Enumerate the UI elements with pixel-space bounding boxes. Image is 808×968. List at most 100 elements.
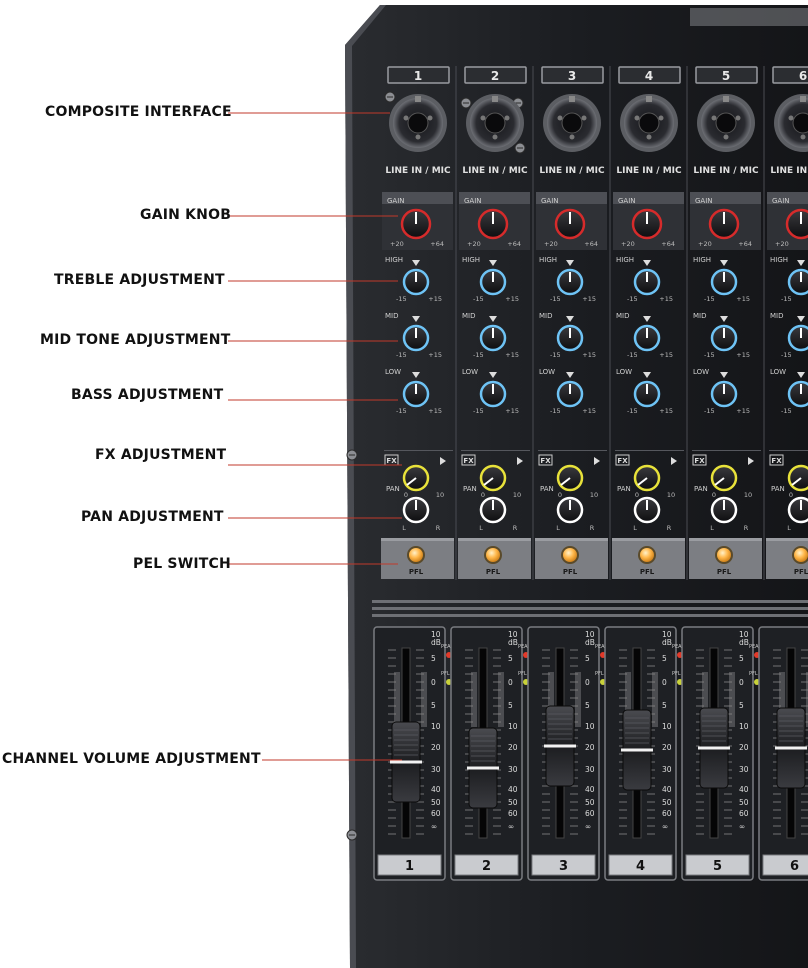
callout-pel-switch: PEL SWITCH	[133, 556, 231, 572]
pfl-button	[640, 548, 654, 562]
fader-scale-label: 50	[508, 798, 518, 807]
eq-max: +15	[736, 351, 750, 359]
vu-meter	[625, 672, 631, 727]
fader-scale-label: ∞	[508, 822, 514, 831]
fader-scale-label: 20	[662, 743, 672, 752]
channel-number-tab	[772, 66, 808, 84]
fader-channel-number: 6	[790, 859, 799, 874]
fader-channel-number: 4	[636, 859, 645, 874]
pan-left: L	[710, 524, 714, 532]
fader-scale-label: ∞	[431, 822, 437, 831]
gain-max: +64	[430, 240, 444, 248]
pan-label: PAN	[771, 485, 785, 493]
fader-scale-label: 40	[431, 785, 441, 794]
pan-left: L	[479, 524, 483, 532]
pan-label: PAN	[694, 485, 708, 493]
fader-cap-line	[621, 748, 653, 752]
fader-scale-label: 0	[431, 678, 436, 687]
pfl-label: PFL	[563, 568, 578, 576]
fader-scale-label: 10	[662, 722, 672, 731]
pfl-label: PFL	[794, 568, 808, 576]
fader-scale-label: 30	[431, 765, 441, 774]
fx-divider	[461, 450, 530, 451]
fx-knob	[787, 464, 808, 492]
knob-marker	[412, 372, 420, 378]
eq-max: +15	[505, 407, 519, 415]
pan-label: PAN	[386, 485, 400, 493]
vu-meter	[729, 672, 735, 727]
jack-center	[792, 112, 808, 134]
xlr-pin	[504, 115, 510, 121]
fader-channel-number: 5	[713, 859, 722, 874]
jack-center	[715, 112, 737, 134]
vu-meter	[394, 672, 400, 727]
db-label: dB	[739, 638, 749, 647]
stripe-divider	[372, 600, 808, 617]
fader-number-tab	[531, 854, 596, 876]
eq-label: LOW	[616, 368, 632, 376]
fader-scale-label: 5	[662, 654, 667, 663]
knob-marker	[720, 372, 728, 378]
fx-knob-pointer	[791, 477, 802, 486]
gain-min: +20	[467, 240, 481, 248]
fader-scale-label: 10	[431, 630, 441, 639]
pfl-led-label: PFL	[672, 671, 681, 677]
knob-marker	[566, 260, 574, 266]
eq-label: HIGH	[693, 256, 711, 264]
fader-scale-label: 60	[585, 809, 595, 818]
eq-min: -15	[550, 351, 561, 359]
fx-box	[461, 454, 476, 466]
treble-knob	[787, 268, 808, 296]
channel-number-tab	[464, 66, 527, 84]
pan-left: L	[787, 524, 791, 532]
fader-scale-label: 20	[431, 743, 441, 752]
callout-pan-adjustment: PAN ADJUSTMENT	[81, 509, 224, 525]
callout-bass-adjustment: BASS ADJUSTMENT	[71, 387, 224, 403]
knob-marker	[643, 260, 651, 266]
fx-label: FX	[540, 457, 551, 465]
xlr-pin	[569, 134, 575, 140]
fx-max: 10	[436, 491, 444, 499]
eq-max: +15	[582, 351, 596, 359]
vu-meter	[702, 672, 708, 727]
fader-scale-label: 5	[739, 654, 744, 663]
fader-number-tab	[762, 854, 808, 876]
pfl-area-top	[535, 538, 608, 541]
pfl-label: PFL	[640, 568, 655, 576]
fader-scale-label: 20	[508, 743, 518, 752]
fader-scale-label: 30	[508, 765, 518, 774]
channel-number-tab	[618, 66, 681, 84]
eq-min: -15	[550, 295, 561, 303]
jack-latch	[415, 96, 421, 102]
pan-knob	[787, 496, 808, 524]
xlr-pin	[788, 115, 794, 121]
fader-scale-label: 40	[508, 785, 518, 794]
xlr-pin	[658, 115, 664, 121]
eq-min: -15	[627, 407, 638, 415]
jack-latch	[492, 96, 498, 102]
channel-number-tab	[541, 66, 604, 84]
fader-scale-label: 10	[431, 722, 441, 731]
pfl-button	[563, 548, 577, 562]
eq-min: -15	[704, 407, 715, 415]
gain-header	[767, 192, 808, 204]
vu-meter	[652, 672, 658, 727]
fader-scale-label: 5	[662, 701, 667, 710]
fader-scale-label: 10	[739, 722, 749, 731]
vu-meter	[498, 672, 504, 727]
eq-min: -15	[781, 295, 792, 303]
eq-min: -15	[781, 351, 792, 359]
pfl-area-top	[689, 538, 762, 541]
xlr-pin	[581, 115, 587, 121]
pfl-button	[409, 548, 423, 562]
fx-max: 10	[667, 491, 675, 499]
fader-scale-label: 30	[739, 765, 749, 774]
eq-max: +15	[505, 351, 519, 359]
knob-marker	[566, 316, 574, 322]
pan-right: R	[744, 524, 749, 532]
eq-min: -15	[550, 407, 561, 415]
fader-scale-label: 10	[508, 630, 518, 639]
gain-max: +64	[661, 240, 675, 248]
